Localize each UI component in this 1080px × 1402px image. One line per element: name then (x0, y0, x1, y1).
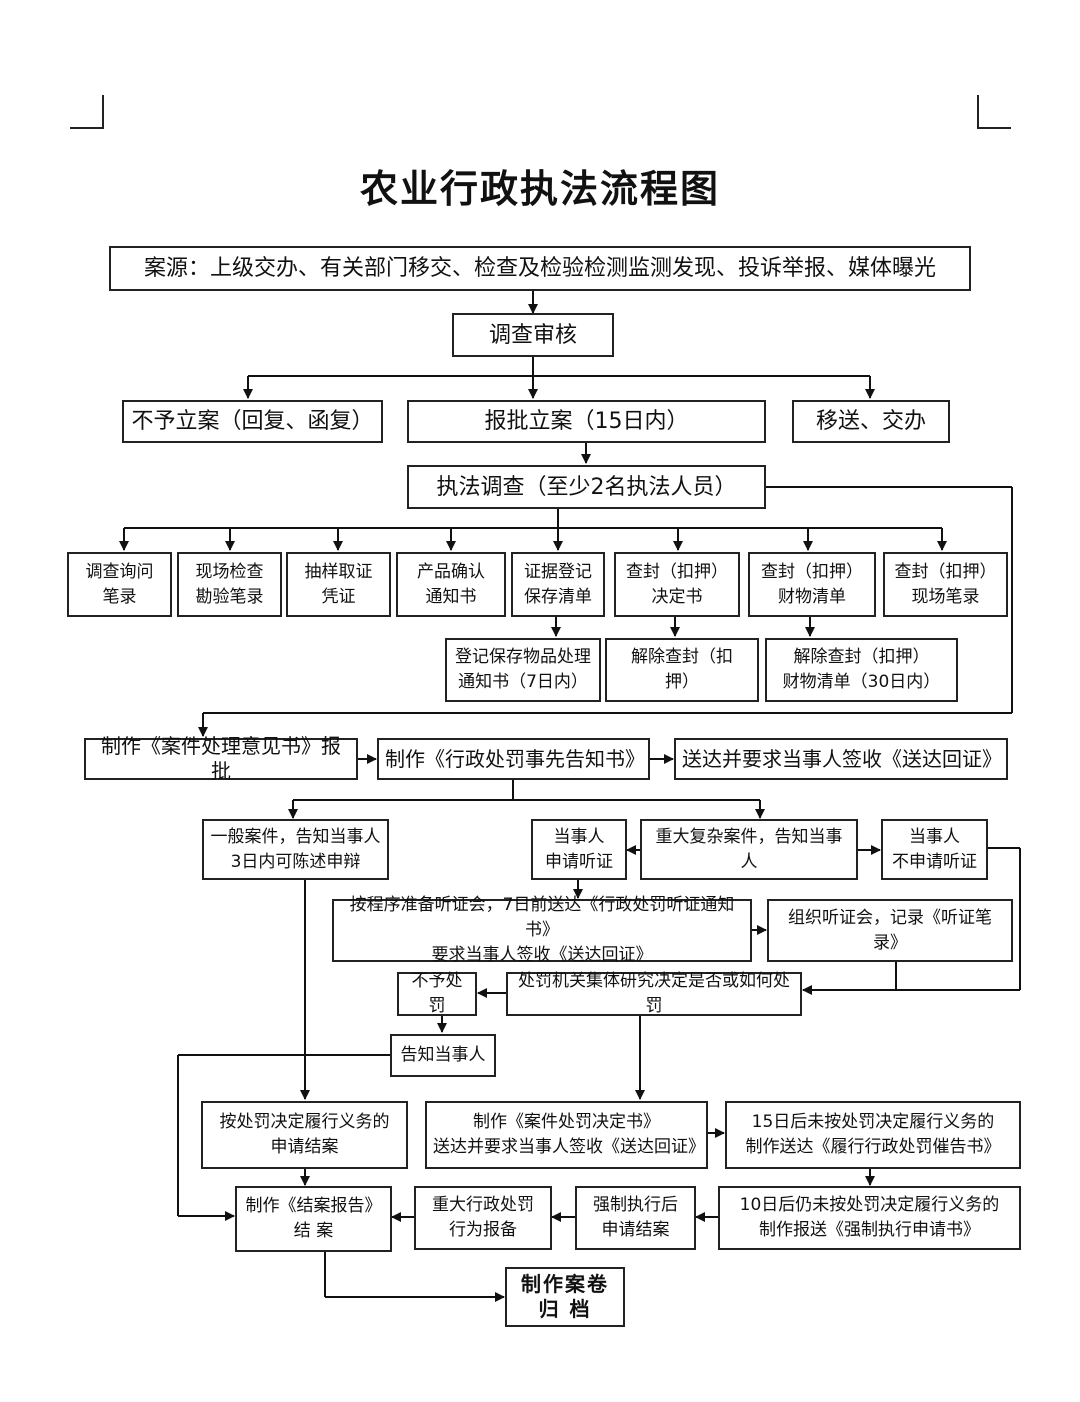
penalty-decision-box: 制作《案件处罚决定书》 送达并要求当事人签收《送达回证》 (425, 1101, 708, 1169)
law-enforcement-investigation-box: 执法调查（至少2名执法人员） (407, 465, 766, 509)
transfer-box: 移送、交办 (792, 400, 950, 443)
seal-goods-box: 查封（扣押） 财物清单 (748, 552, 876, 617)
page-title: 农业行政执法流程图 (359, 167, 720, 211)
inquiry-record-box: 调查询问 笔录 (67, 552, 172, 617)
close-report-box: 制作《结案报告》 结 案 (235, 1186, 392, 1252)
apply-hearing-box: 当事人 申请听证 (531, 819, 627, 880)
collective-decision-box: 处罚机关集体研究决定是否或如何处罚 (506, 971, 802, 1016)
archive-box: 制作案卷 归 档 (505, 1267, 625, 1327)
seal-decision-box: 查封（扣押） 决定书 (614, 552, 740, 617)
release-goods-box: 解除查封（扣押） 财物清单（30日内） (765, 638, 958, 702)
major-filing-box: 重大行政处罚 行为报备 (414, 1186, 552, 1250)
general-case-box: 一般案件，告知当事人 3日内可陈述申辩 (202, 819, 389, 880)
deliver-sign-box: 送达并要求当事人签收《送达回证》 (674, 738, 1008, 780)
case-opinion-box: 制作《案件处理意见书》报批 (84, 734, 358, 783)
reminder-box: 15日后未按处罚决定履行义务的 制作送达《履行行政处罚催告书》 (725, 1101, 1021, 1169)
enforce-apply-box: 10日后仍未按处罚决定履行义务的 制作报送《强制执行申请书》 (718, 1186, 1021, 1250)
notify-party-box: 告知当事人 (390, 1034, 496, 1077)
no-case-box: 不予立案（回复、函复） (122, 400, 383, 443)
seal-site-record-box: 查封（扣押） 现场笔录 (883, 552, 1008, 617)
site-inspection-box: 现场检查 勘验笔录 (177, 552, 282, 617)
case-source-box: 案源：上级交办、有关部门移交、检查及检验检测监测发现、投诉举报、媒体曝光 (109, 246, 971, 291)
fulfill-close-box: 按处罚决定履行义务的 申请结案 (201, 1101, 408, 1169)
enforce-close-box: 强制执行后 申请结案 (575, 1186, 696, 1250)
release-seal-box: 解除查封（扣 押） (605, 638, 759, 702)
no-hearing-box: 当事人 不申请听证 (881, 819, 988, 880)
investigation-review-box: 调查审核 (452, 313, 614, 357)
prior-notice-box: 制作《行政处罚事先告知书》 (377, 738, 650, 780)
no-penalty-box: 不予处罚 (397, 971, 477, 1016)
hold-hearing-box: 组织听证会，记录《听证笔 录》 (767, 899, 1013, 962)
crop-mark-top-right (977, 95, 1011, 129)
prepare-hearing-box: 按程序准备听证会，7日前送达《行政处罚听证通知书》 要求当事人签收《送达回证》 (332, 895, 752, 965)
approve-case-box: 报批立案（15日内） (407, 400, 766, 443)
sampling-box: 抽样取证 凭证 (286, 552, 391, 617)
evidence-register-box: 证据登记 保存清单 (511, 552, 605, 617)
product-confirm-box: 产品确认 通知书 (396, 552, 506, 617)
crop-mark-top-left (70, 95, 104, 129)
major-case-box: 重大复杂案件，告知当事 人 (640, 819, 858, 880)
register-notice-box: 登记保存物品处理 通知书（7日内） (445, 638, 601, 702)
